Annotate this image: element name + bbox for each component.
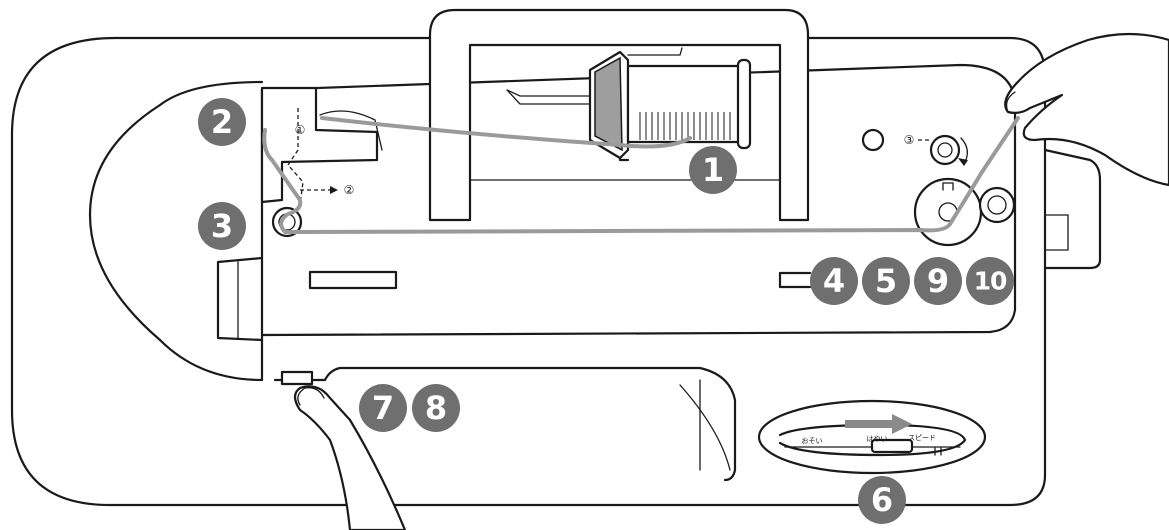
step-label-7: 7 [372, 389, 394, 427]
spool-cap-shade [594, 56, 623, 152]
step-badge-10: 10 [966, 257, 1014, 305]
right-hand-top [1004, 32, 1169, 187]
step-label-3: 3 [211, 207, 233, 245]
speed-slider-ticks [934, 447, 942, 456]
right-hand-nail [1005, 91, 1016, 113]
step-label-9: 9 [927, 262, 949, 300]
winder-stop-inner [937, 142, 953, 158]
bobbin-small-outer [978, 186, 1016, 224]
step-badge-5: 5 [862, 257, 910, 305]
panel-slot-left [308, 270, 398, 290]
step-badge-8: 8 [412, 384, 460, 432]
bobbin-winder-pin [861, 128, 885, 152]
speed-slider-track [778, 423, 967, 457]
left-finger-nail [297, 387, 325, 406]
spool-thread [626, 64, 742, 144]
step-badge-6: 6 [858, 476, 906, 524]
thread-guide-bracket [260, 86, 379, 204]
thread-path [320, 116, 692, 149]
step-badge-9: 9 [914, 257, 962, 305]
machine-bed-outline [273, 366, 737, 482]
right-side-block-inner [1044, 214, 1069, 251]
carry-handle [428, 8, 810, 222]
thread-guide-curve [319, 110, 383, 151]
sub-marker-3: ③ [904, 133, 915, 147]
step-label-5: 5 [875, 262, 897, 300]
step-label-10: 10 [974, 267, 1007, 296]
step-label-4: 4 [823, 262, 845, 300]
top-cover [88, 80, 264, 382]
sub-marker-2: ② [344, 183, 355, 197]
speed-label-slow: おそい [802, 437, 823, 445]
guide-dashed-path [287, 108, 304, 206]
speed-arrow [845, 414, 912, 434]
spool-pin [506, 89, 591, 105]
spool-thread-lines [639, 112, 731, 140]
step-badge-3: 3 [198, 202, 246, 250]
step-badge-1: 1 [689, 146, 737, 194]
step-badge-7: 7 [359, 384, 407, 432]
bobbin-small-inner [987, 195, 1007, 215]
spool-end-flange [736, 58, 752, 150]
thread-path-right [948, 116, 1020, 226]
step-label-1: 1 [702, 151, 724, 189]
winder-stop-outer [929, 134, 961, 166]
panel-slot-right [778, 271, 812, 289]
step-label-2: 2 [211, 103, 233, 141]
thread-path-guide [262, 128, 952, 234]
left-side-knob [216, 256, 264, 342]
sub-marker-1: ① [295, 123, 306, 137]
step-badge-4: 4 [810, 257, 858, 305]
guide-arrow-head [330, 186, 338, 194]
speed-slider-knob[interactable] [870, 438, 914, 454]
step-badge-2: 2 [198, 98, 246, 146]
left-finger-bottom [293, 385, 407, 530]
winder-rotation-arrowhead [958, 158, 968, 166]
bed-inner-line [679, 384, 731, 471]
speed-slider-panel [757, 399, 987, 475]
needle-clamp [280, 370, 314, 386]
speed-label-mid: はやい [867, 435, 888, 443]
step-label-8: 8 [425, 389, 447, 427]
speed-label-speed: スピード [908, 434, 936, 442]
step-label-6: 6 [871, 481, 893, 519]
bobbin-winder-notch [942, 182, 954, 191]
right-side-block [1043, 148, 1102, 270]
spool-holder-wire [627, 47, 683, 56]
tension-disc-outer [271, 206, 303, 238]
